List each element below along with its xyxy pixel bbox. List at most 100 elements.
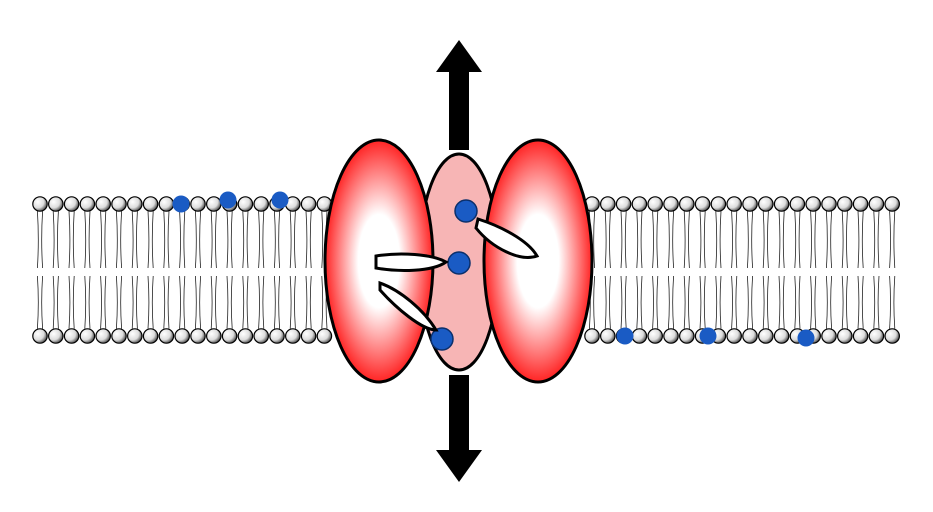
lipid-tail [136, 211, 138, 269]
lipid-head [631, 196, 648, 212]
lipid-head [836, 196, 853, 212]
lipid-tail [52, 211, 55, 269]
lipid-head [158, 328, 175, 344]
lipid-tail [151, 211, 154, 269]
lipid-tail [131, 211, 134, 269]
lipid-head [726, 196, 742, 212]
lipid-head [221, 328, 238, 344]
lipid-tail [889, 211, 891, 269]
lipid-head [32, 328, 48, 344]
lipid-tail [640, 275, 643, 329]
lipid-tail [683, 275, 686, 329]
lipid-tail [183, 211, 186, 269]
lipid-tail [57, 211, 59, 269]
lipid-tail [810, 211, 812, 269]
lipid-tail [609, 211, 611, 269]
lipid-head [584, 328, 600, 344]
lipid-tail [672, 211, 674, 269]
lipid-tail [593, 211, 595, 269]
lipid-head [726, 328, 742, 344]
lipid-tail [830, 211, 832, 269]
lipid-head [710, 196, 727, 212]
lipid-head [678, 196, 695, 212]
lipid-markers [172, 191, 815, 347]
lipid-tail [242, 211, 245, 269]
lipid-tail [751, 211, 753, 269]
lipid-tail [747, 211, 749, 269]
lipid-tail [309, 211, 312, 269]
lipid-head [615, 196, 632, 212]
lipid-tail [636, 211, 639, 269]
lipid-tail [735, 275, 738, 329]
lipid-tail [873, 211, 876, 269]
lipid-head [757, 196, 774, 212]
lipid-tail [731, 211, 733, 269]
lipid-tails-right [589, 211, 896, 329]
ligand-dot-bottom [430, 327, 454, 351]
lipid-tail [289, 211, 292, 269]
lipid-tail [699, 211, 702, 269]
lipid-head [237, 196, 254, 212]
lipid-head [95, 328, 111, 344]
lipid-tail [893, 211, 896, 269]
lipid-head [678, 328, 695, 344]
lipid-tail [215, 275, 217, 329]
lipid-head [647, 196, 663, 212]
finger-left-middle [374, 252, 449, 272]
lipid-tail [782, 211, 785, 269]
lipid-tail [120, 275, 122, 329]
lipid-tail [889, 275, 891, 329]
lipid-tail [609, 275, 611, 329]
lipid-tail [778, 275, 781, 329]
lipid-head [79, 196, 96, 212]
lipid-tail [278, 211, 280, 269]
lipid-tail [100, 211, 102, 269]
lipid-head [694, 196, 711, 212]
lipid-head [206, 328, 222, 344]
lipid-tail [230, 275, 233, 329]
lipid-tail [88, 275, 91, 329]
lipid-tail [688, 275, 690, 329]
lipid-head [868, 196, 885, 212]
lipid-marker [271, 191, 289, 209]
lipid-head [142, 328, 159, 344]
lipid-head [773, 328, 790, 344]
lipid-tail [668, 211, 670, 269]
transmembrane-protein [323, 138, 594, 384]
lipid-head [742, 328, 758, 344]
lipid-tail [703, 275, 706, 329]
lipid-marker [699, 327, 717, 345]
lipid-tail [731, 275, 733, 329]
lipid-tail [226, 275, 229, 329]
lipid-tail [715, 275, 718, 329]
lipid-head [63, 196, 80, 212]
lipid-tail [719, 275, 722, 329]
lipid-tail [274, 211, 276, 269]
lipid-tail [826, 275, 828, 329]
lipid-tail [688, 211, 690, 269]
lipid-tail [857, 275, 860, 329]
lipid-tail [893, 275, 896, 329]
lipid-tail [120, 211, 122, 269]
lipid-head [742, 196, 758, 212]
lipid-tail [794, 275, 797, 329]
lipid-head [237, 328, 254, 344]
lipid-head [300, 196, 317, 212]
lipid-tail [762, 275, 765, 329]
lipid-tail [703, 211, 706, 269]
lipid-tail [68, 211, 71, 269]
lipid-tail [72, 211, 75, 269]
lipid-head [647, 328, 663, 344]
lipid-tail [68, 275, 71, 329]
lipid-head [47, 328, 64, 344]
lipid-head [300, 328, 317, 344]
lipid-tail [683, 211, 686, 269]
lipid-tail [652, 275, 654, 329]
lipid-head [852, 196, 869, 212]
lipid-tail [604, 211, 607, 269]
lipid-tail [636, 275, 639, 329]
lipid-tail [830, 275, 832, 329]
lipid-tail [846, 275, 848, 329]
lipid-head [789, 196, 806, 212]
lipid-head [111, 328, 127, 344]
